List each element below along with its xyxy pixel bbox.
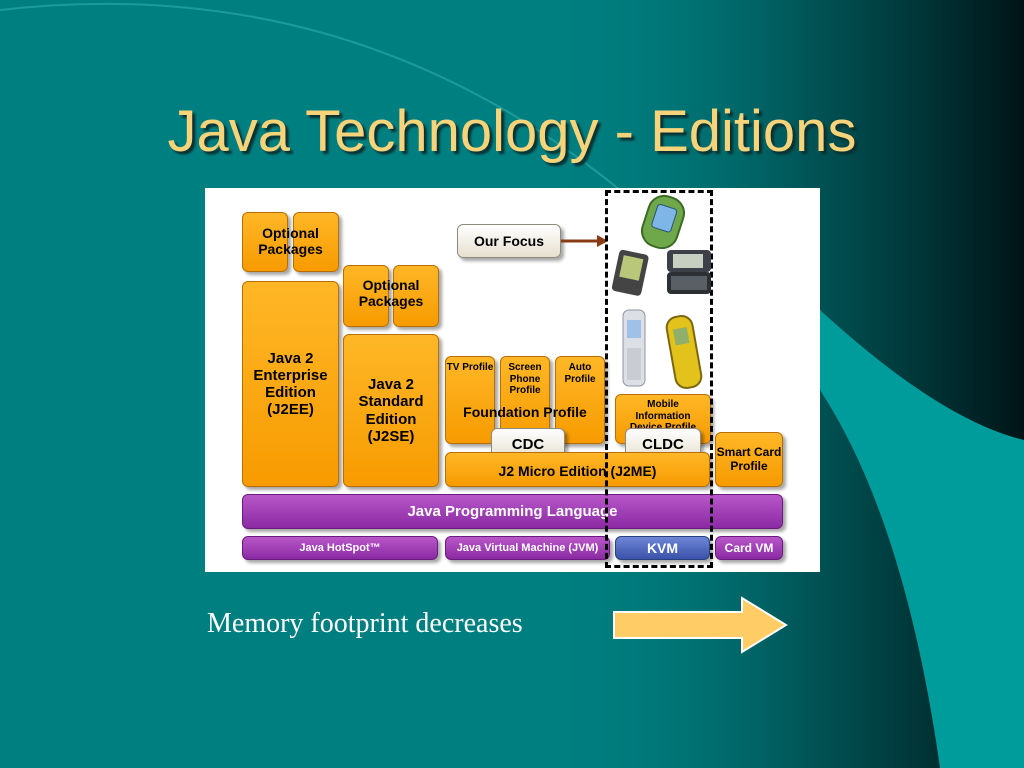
java-hotspot-bar: Java HotSpot™ <box>242 536 438 560</box>
jvm-bar: Java Virtual Machine (JVM) <box>445 536 610 560</box>
smart-card-profile-box: Smart Card Profile <box>715 432 783 487</box>
foundation-profile-label: Foundation Profile <box>463 404 587 420</box>
kvm-bar: KVM <box>615 536 710 560</box>
smartphone-icon <box>641 194 685 250</box>
optional-packages-j2ee-box-right <box>293 212 339 272</box>
flip-phone-icon <box>622 309 646 387</box>
our-focus-arrow-icon <box>561 235 608 247</box>
pda-icon <box>611 249 649 296</box>
optional-packages-j2se-box-right <box>393 265 439 327</box>
java-editions-diagram: Optional Packages Java 2 Enterprise Edit… <box>205 188 820 572</box>
teal-swoosh-shape <box>820 310 1024 768</box>
optional-packages-j2ee-box-left <box>242 212 288 272</box>
optional-packages-j2se-box-left <box>343 265 389 327</box>
slide-title: Java Technology - Editions <box>167 99 857 164</box>
card-vm-bar: Card VM <box>715 536 783 560</box>
mobile-phone-icon <box>665 315 703 389</box>
java-programming-language-bar: Java Programming Language <box>242 494 783 529</box>
optional-packages-j2se-label: Optional Packages <box>358 277 424 310</box>
focus-region-dashed-outline <box>605 190 713 568</box>
tv-profile-box: TV Profile <box>445 356 495 444</box>
our-focus-callout: Our Focus <box>457 224 561 258</box>
right-arrow-icon <box>613 596 788 654</box>
j2se-box: Java 2 Standard Edition (J2SE) <box>343 334 439 487</box>
j2me-box: J2 Micro Edition (J2ME) <box>445 452 710 487</box>
optional-packages-j2ee-label: Optional Packages <box>258 225 323 258</box>
communicator-icon <box>667 250 711 294</box>
background-curve-line <box>0 2 621 191</box>
memory-footprint-caption: Memory footprint decreases <box>207 608 523 639</box>
j2ee-box: Java 2 Enterprise Edition (J2EE) <box>242 281 339 487</box>
